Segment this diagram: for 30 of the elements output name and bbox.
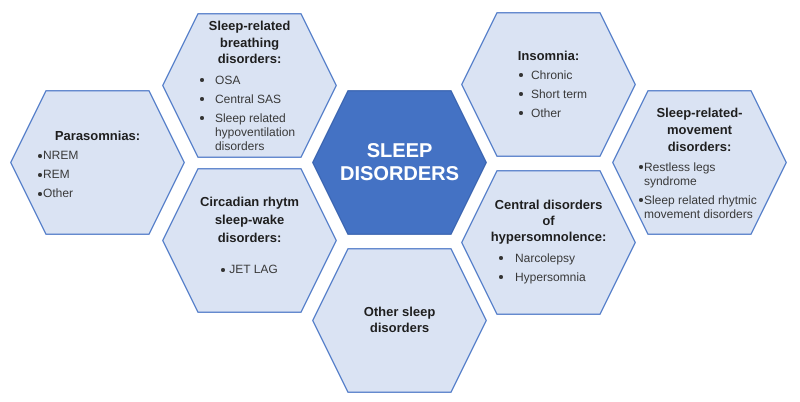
list-item: Other <box>531 106 562 120</box>
category-heading: Sleep-related-movement disorders: <box>656 104 744 155</box>
category-hexagon <box>461 170 636 315</box>
category-heading: Sleep-related breathing disorders: <box>208 18 292 68</box>
list-item: OSA <box>215 73 240 87</box>
central-hexagon <box>312 90 487 235</box>
category-hexagon <box>461 12 636 157</box>
list-item: Sleep related rhytmic movement disorders <box>644 193 758 221</box>
list-item: NREM <box>43 148 78 162</box>
category-heading: Other sleep disorders <box>362 304 436 336</box>
category-hexagon <box>312 248 487 393</box>
list-item: Short term <box>531 87 588 101</box>
category-heading: Central disorders of hypersomnolence: <box>490 197 608 245</box>
category-hexagon <box>10 90 185 235</box>
list-item: Hypersomnia <box>515 270 586 284</box>
category-heading: Insomnia: <box>516 46 580 64</box>
central-title: SLEEP DISORDERS <box>339 140 460 186</box>
list-item: Chronic <box>531 68 572 82</box>
list-item: Narcolepsy <box>515 251 576 265</box>
list-item: Sleep related hypoventilation disorders <box>215 111 296 153</box>
category-hexagon <box>612 90 787 235</box>
list-item: Central SAS <box>215 92 282 106</box>
list-item: Restless legs syndrome <box>644 160 716 188</box>
category-hexagon <box>162 168 337 313</box>
category-heading: Parasomnias: <box>54 127 142 144</box>
category-hexagon <box>162 13 337 158</box>
category-heading: Circadian rhytm sleep-wake disorders: <box>199 193 300 247</box>
list-item: JET LAG <box>229 262 278 276</box>
list-item: Other <box>43 186 74 200</box>
list-item: REM <box>43 167 70 181</box>
